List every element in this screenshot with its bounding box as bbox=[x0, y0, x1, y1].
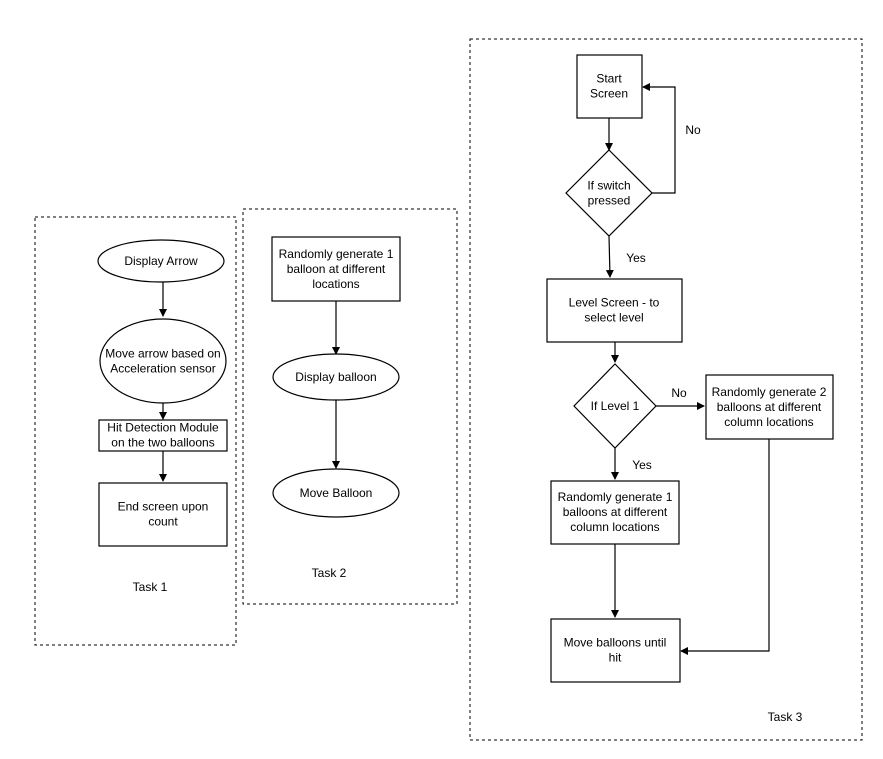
node-display-balloon: Display balloon bbox=[272, 353, 400, 401]
node-display-arrow: Display Arrow bbox=[97, 239, 225, 283]
node-label-line: column locations bbox=[724, 415, 813, 429]
node-label-line: hit bbox=[609, 651, 622, 665]
node-label-line: Randomly generate 1 bbox=[558, 490, 673, 504]
node-label-line: Display balloon bbox=[295, 370, 376, 384]
node-label-line: select level bbox=[584, 311, 643, 325]
edge-label-switch-no: No bbox=[685, 123, 701, 137]
node-label-line: Acceleration sensor bbox=[110, 362, 215, 376]
node-if-level1: If Level 1 bbox=[573, 363, 657, 449]
node-label-line: Hit Detection Module bbox=[107, 421, 219, 435]
node-label-line: Randomly generate 1 bbox=[279, 247, 394, 261]
node-label-line: Randomly generate 2 bbox=[712, 385, 827, 399]
node-label-line: Level Screen - to bbox=[569, 296, 660, 310]
node-label-line: Screen bbox=[590, 87, 628, 101]
node-label-line: count bbox=[148, 515, 178, 529]
edge-if-switch-yes bbox=[605, 235, 614, 278]
svg-text:Display Arrow: Display Arrow bbox=[124, 254, 198, 268]
node-label-line: End screen upon bbox=[118, 500, 209, 514]
node-label-line: balloon at different bbox=[287, 262, 386, 276]
node-label-line: on the two balloons bbox=[111, 436, 214, 450]
svg-text:Display balloon: Display balloon bbox=[295, 370, 376, 384]
task2-label: Task 2 bbox=[312, 566, 347, 580]
svg-text:If Level 1: If Level 1 bbox=[591, 399, 640, 413]
node-label-line: locations bbox=[312, 277, 359, 291]
edge-label-switch-yes: Yes bbox=[626, 251, 646, 265]
node-label-line: pressed bbox=[588, 194, 631, 208]
node-label-line: Move Balloon bbox=[300, 486, 373, 500]
edge-label-level-no: No bbox=[671, 386, 687, 400]
node-label-line: If switch bbox=[587, 179, 630, 193]
edge-random2-to-move-until-hit bbox=[680, 439, 770, 655]
node-label-line: Move arrow based on bbox=[105, 347, 220, 361]
task2-frame bbox=[242, 208, 458, 605]
task1-frame bbox=[34, 216, 237, 646]
svg-text:Move Balloon: Move Balloon bbox=[300, 486, 373, 500]
node-label-line: Display Arrow bbox=[124, 254, 198, 268]
node-move-balloon: Move Balloon bbox=[272, 468, 400, 518]
task3-label: Task 3 bbox=[768, 710, 803, 724]
node-label-line: balloons at different bbox=[563, 505, 668, 519]
node-label-line: balloons at different bbox=[717, 400, 822, 414]
edge-label-level-yes: Yes bbox=[632, 458, 652, 472]
node-label-line: column locations bbox=[570, 520, 659, 534]
task1-label: Task 1 bbox=[133, 580, 168, 594]
edge-if-switch-no bbox=[642, 83, 676, 194]
node-label-line: Move balloons until bbox=[564, 636, 667, 650]
node-label-line: If Level 1 bbox=[591, 399, 640, 413]
node-label-line: Start bbox=[596, 72, 622, 86]
